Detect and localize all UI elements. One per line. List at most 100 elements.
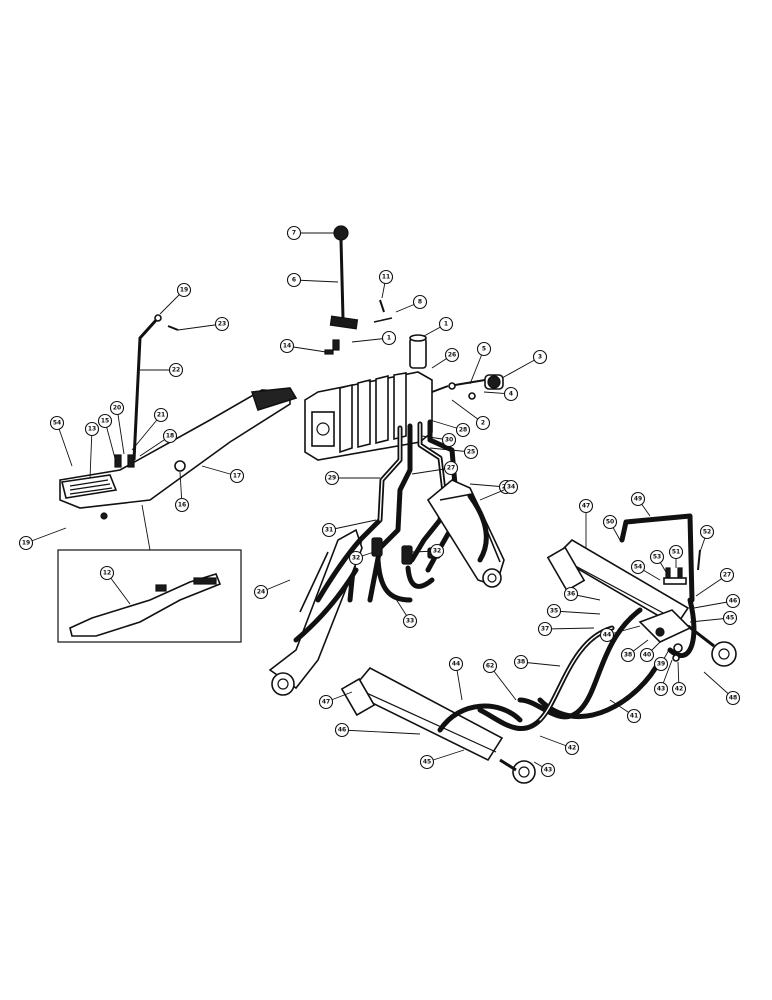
callout-circle bbox=[176, 282, 192, 298]
callout-c51: 51 bbox=[668, 544, 684, 568]
callout-c7a: 7 bbox=[286, 225, 334, 241]
callout-leader bbox=[56, 422, 73, 467]
callout-c42a: 42 bbox=[671, 661, 687, 697]
callout-circle bbox=[671, 681, 687, 697]
callout-number: 8 bbox=[418, 299, 422, 306]
callout-circle bbox=[429, 543, 445, 559]
callout-circle bbox=[630, 491, 646, 507]
callout-leader bbox=[328, 519, 377, 531]
callout-circle bbox=[578, 498, 594, 514]
callout-leader bbox=[341, 729, 421, 735]
callout-circle bbox=[602, 514, 618, 530]
callout-circle bbox=[334, 722, 350, 738]
callout-c34: 34 bbox=[479, 479, 519, 501]
callout-number: 14 bbox=[283, 343, 291, 350]
callout-c45a: 45 bbox=[689, 610, 738, 626]
right-center-cylinder bbox=[426, 479, 505, 588]
callout-number: 29 bbox=[328, 475, 336, 482]
callout-leader bbox=[104, 420, 117, 463]
callout-number: 22 bbox=[172, 367, 180, 374]
lower-left-cylinder bbox=[340, 666, 536, 784]
callout-circle bbox=[455, 422, 471, 438]
callout-c44a: 44 bbox=[599, 625, 641, 643]
callout-c25: 25 bbox=[429, 444, 479, 460]
control-lever bbox=[329, 225, 359, 330]
callout-circle bbox=[475, 415, 491, 431]
callout-c23: 23 bbox=[177, 316, 230, 332]
callout-circle bbox=[84, 421, 100, 437]
callout-circle bbox=[532, 349, 548, 365]
callout-c2: 2 bbox=[451, 399, 491, 431]
callout-circle bbox=[503, 386, 519, 402]
callout-circle bbox=[546, 603, 562, 619]
callout-c62: 62 bbox=[482, 658, 517, 701]
callout-leader bbox=[293, 279, 339, 283]
callout-number: 21 bbox=[157, 412, 165, 419]
callout-circle bbox=[381, 330, 397, 346]
callout-circle bbox=[174, 497, 190, 513]
callout-circle bbox=[441, 432, 457, 448]
callout-circle bbox=[412, 294, 428, 310]
callout-c38b: 38 bbox=[513, 654, 561, 670]
callout-circle bbox=[537, 621, 553, 637]
callout-number: 38 bbox=[624, 652, 632, 659]
callout-c48: 48 bbox=[703, 671, 741, 706]
callout-circle bbox=[321, 522, 337, 538]
callout-number: 49 bbox=[634, 496, 642, 503]
callout-number: 38 bbox=[517, 659, 525, 666]
inset-detail bbox=[57, 504, 242, 643]
callout-circle bbox=[99, 565, 115, 581]
callout-number: 31 bbox=[325, 527, 333, 534]
callout-circle bbox=[699, 524, 715, 540]
part-callouts: 7611811142653422830252729242431323233341… bbox=[18, 225, 741, 778]
callout-c53: 53 bbox=[649, 549, 667, 573]
callout-c28: 28 bbox=[429, 419, 471, 438]
callout-leader bbox=[177, 323, 223, 331]
callout-c26: 26 bbox=[431, 347, 460, 369]
callout-c39: 39 bbox=[653, 647, 671, 672]
callout-number: 46 bbox=[729, 598, 737, 605]
callout-circle bbox=[49, 415, 65, 431]
callout-number: 43 bbox=[657, 686, 665, 693]
callout-c11: 11 bbox=[378, 269, 394, 299]
callout-number: 40 bbox=[643, 652, 651, 659]
callout-c3: 3 bbox=[501, 349, 548, 379]
callout-circle bbox=[503, 479, 519, 495]
callout-c22: 22 bbox=[140, 362, 184, 378]
callout-number: 20 bbox=[113, 405, 121, 412]
callout-circle bbox=[620, 647, 636, 663]
callout-number: 25 bbox=[467, 449, 475, 456]
callout-circle bbox=[722, 610, 738, 626]
callout-number: 23 bbox=[218, 321, 226, 328]
callout-number: 52 bbox=[703, 529, 711, 536]
callout-c19b: 19 bbox=[18, 527, 67, 551]
callout-circle bbox=[448, 656, 464, 672]
callout-c43: 43 bbox=[653, 659, 673, 697]
callout-circle bbox=[564, 740, 580, 756]
callout-circle bbox=[668, 544, 684, 560]
callout-number: 15 bbox=[101, 418, 109, 425]
callout-c17: 17 bbox=[201, 465, 245, 484]
callout-number: 44 bbox=[452, 661, 460, 668]
left-center-cylinder bbox=[268, 528, 363, 696]
callout-c30: 30 bbox=[421, 432, 457, 448]
callout-number: 47 bbox=[322, 699, 330, 706]
callout-circle bbox=[653, 681, 669, 697]
callout-c37: 37 bbox=[537, 621, 595, 637]
callout-c16: 16 bbox=[174, 471, 190, 513]
callout-number: 42 bbox=[675, 686, 683, 693]
callout-circle bbox=[378, 269, 394, 285]
callout-c19t: 19 bbox=[159, 282, 192, 315]
pedal-linkage-rod bbox=[132, 314, 179, 461]
callout-circle bbox=[97, 413, 113, 429]
callout-circle bbox=[162, 428, 178, 444]
callout-circle bbox=[476, 341, 492, 357]
callout-number: 30 bbox=[445, 437, 453, 444]
callout-c40: 40 bbox=[639, 641, 661, 663]
callout-circle bbox=[725, 593, 741, 609]
callout-leader bbox=[116, 407, 125, 455]
callout-circle bbox=[626, 708, 642, 724]
callout-c1a: 1 bbox=[351, 330, 397, 346]
callout-number: 27 bbox=[723, 572, 731, 579]
